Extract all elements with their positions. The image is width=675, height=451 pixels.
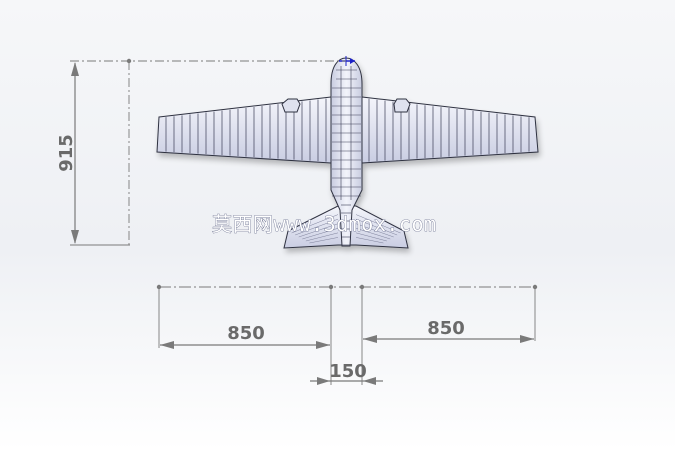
aircraft-model[interactable] — [156, 56, 539, 249]
arrow-down-icon — [71, 230, 79, 244]
tail-panel-line — [302, 228, 339, 240]
arrow-right-icon — [317, 377, 330, 385]
arrow-left-icon — [160, 341, 174, 349]
tail-panel-line — [305, 232, 339, 242]
watermark: 莫西网www.3dmox.com — [212, 212, 437, 236]
dimension-height[interactable] — [70, 58, 346, 246]
arrow-right-icon — [520, 335, 534, 343]
dimension-left-span-label[interactable]: 850 — [227, 323, 265, 344]
tail-panel-line — [355, 214, 401, 234]
dimension-height-label[interactable]: 915 — [56, 134, 77, 172]
tail-panel-line — [355, 237, 384, 244]
dimension-fuselage-label[interactable]: 150 — [329, 361, 367, 382]
tail-panel-line — [355, 223, 394, 238]
arrow-up-icon — [71, 62, 79, 76]
tail-panel-line — [291, 214, 339, 234]
arrow-left-icon — [363, 377, 376, 385]
dimension-wingspan[interactable] — [156, 284, 538, 385]
left-nacelle — [281, 98, 301, 113]
tail-panel-line — [295, 218, 339, 236]
right-nacelle — [393, 98, 411, 113]
tail-panel-lines — [291, 214, 401, 244]
wing-ribs — [165, 98, 530, 162]
arrow-left-icon — [363, 335, 377, 343]
fuselage-panel-grid — [332, 66, 361, 246]
tail-panel-line — [355, 228, 391, 240]
tail-panel-line — [309, 237, 339, 244]
tail-panel-line — [298, 223, 339, 238]
arrow-right-icon — [316, 341, 330, 349]
tail-panel-line — [355, 232, 387, 242]
tail-panel-line — [355, 218, 398, 236]
dim-point — [126, 58, 132, 64]
dimension-right-span-label[interactable]: 850 — [427, 318, 465, 339]
